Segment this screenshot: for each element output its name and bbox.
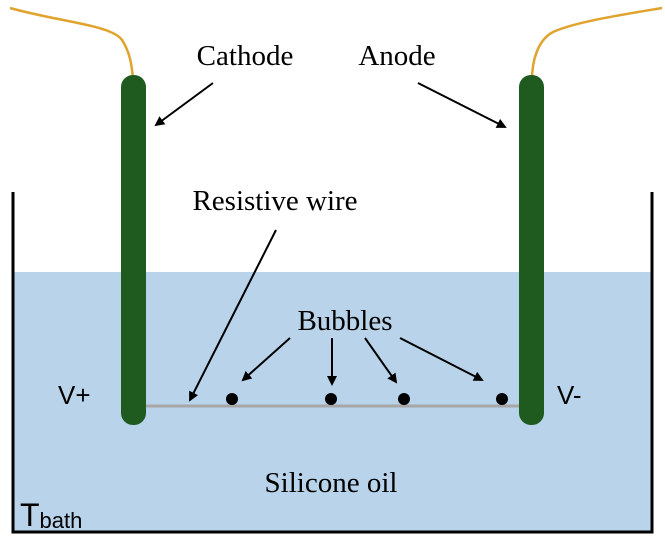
bubble-arrow [364,337,398,384]
resistive-wire-arrow [189,229,277,402]
silicone-oil-label: Silicone oil [265,467,398,499]
anode-lead-wire [530,6,663,81]
bath-temperature-subscript: bath [40,508,83,533]
cathode-electrode [121,75,146,425]
bubble [226,393,238,405]
bubble-arrow [241,337,291,382]
bath-container [11,192,654,534]
cathode-arrow [154,82,214,127]
v-plus-label: V+ [58,380,91,410]
cathode-lead-wire [9,6,135,81]
bubble-arrow [399,337,484,381]
anode-electrode [519,75,544,425]
anode-arrow [417,82,507,128]
bubbles-label: Bubbles [297,305,392,337]
cathode-label: Cathode [197,40,294,72]
anode-label: Anode [358,40,435,72]
bath-temperature-label: Tbath [20,497,82,533]
bubble [325,393,337,405]
bubble [496,393,508,405]
bath-temperature-symbol: T [20,497,40,533]
resistive-wire-label: Resistive wire [192,185,357,217]
v-minus-label: V- [557,380,582,410]
bubble [398,393,410,405]
